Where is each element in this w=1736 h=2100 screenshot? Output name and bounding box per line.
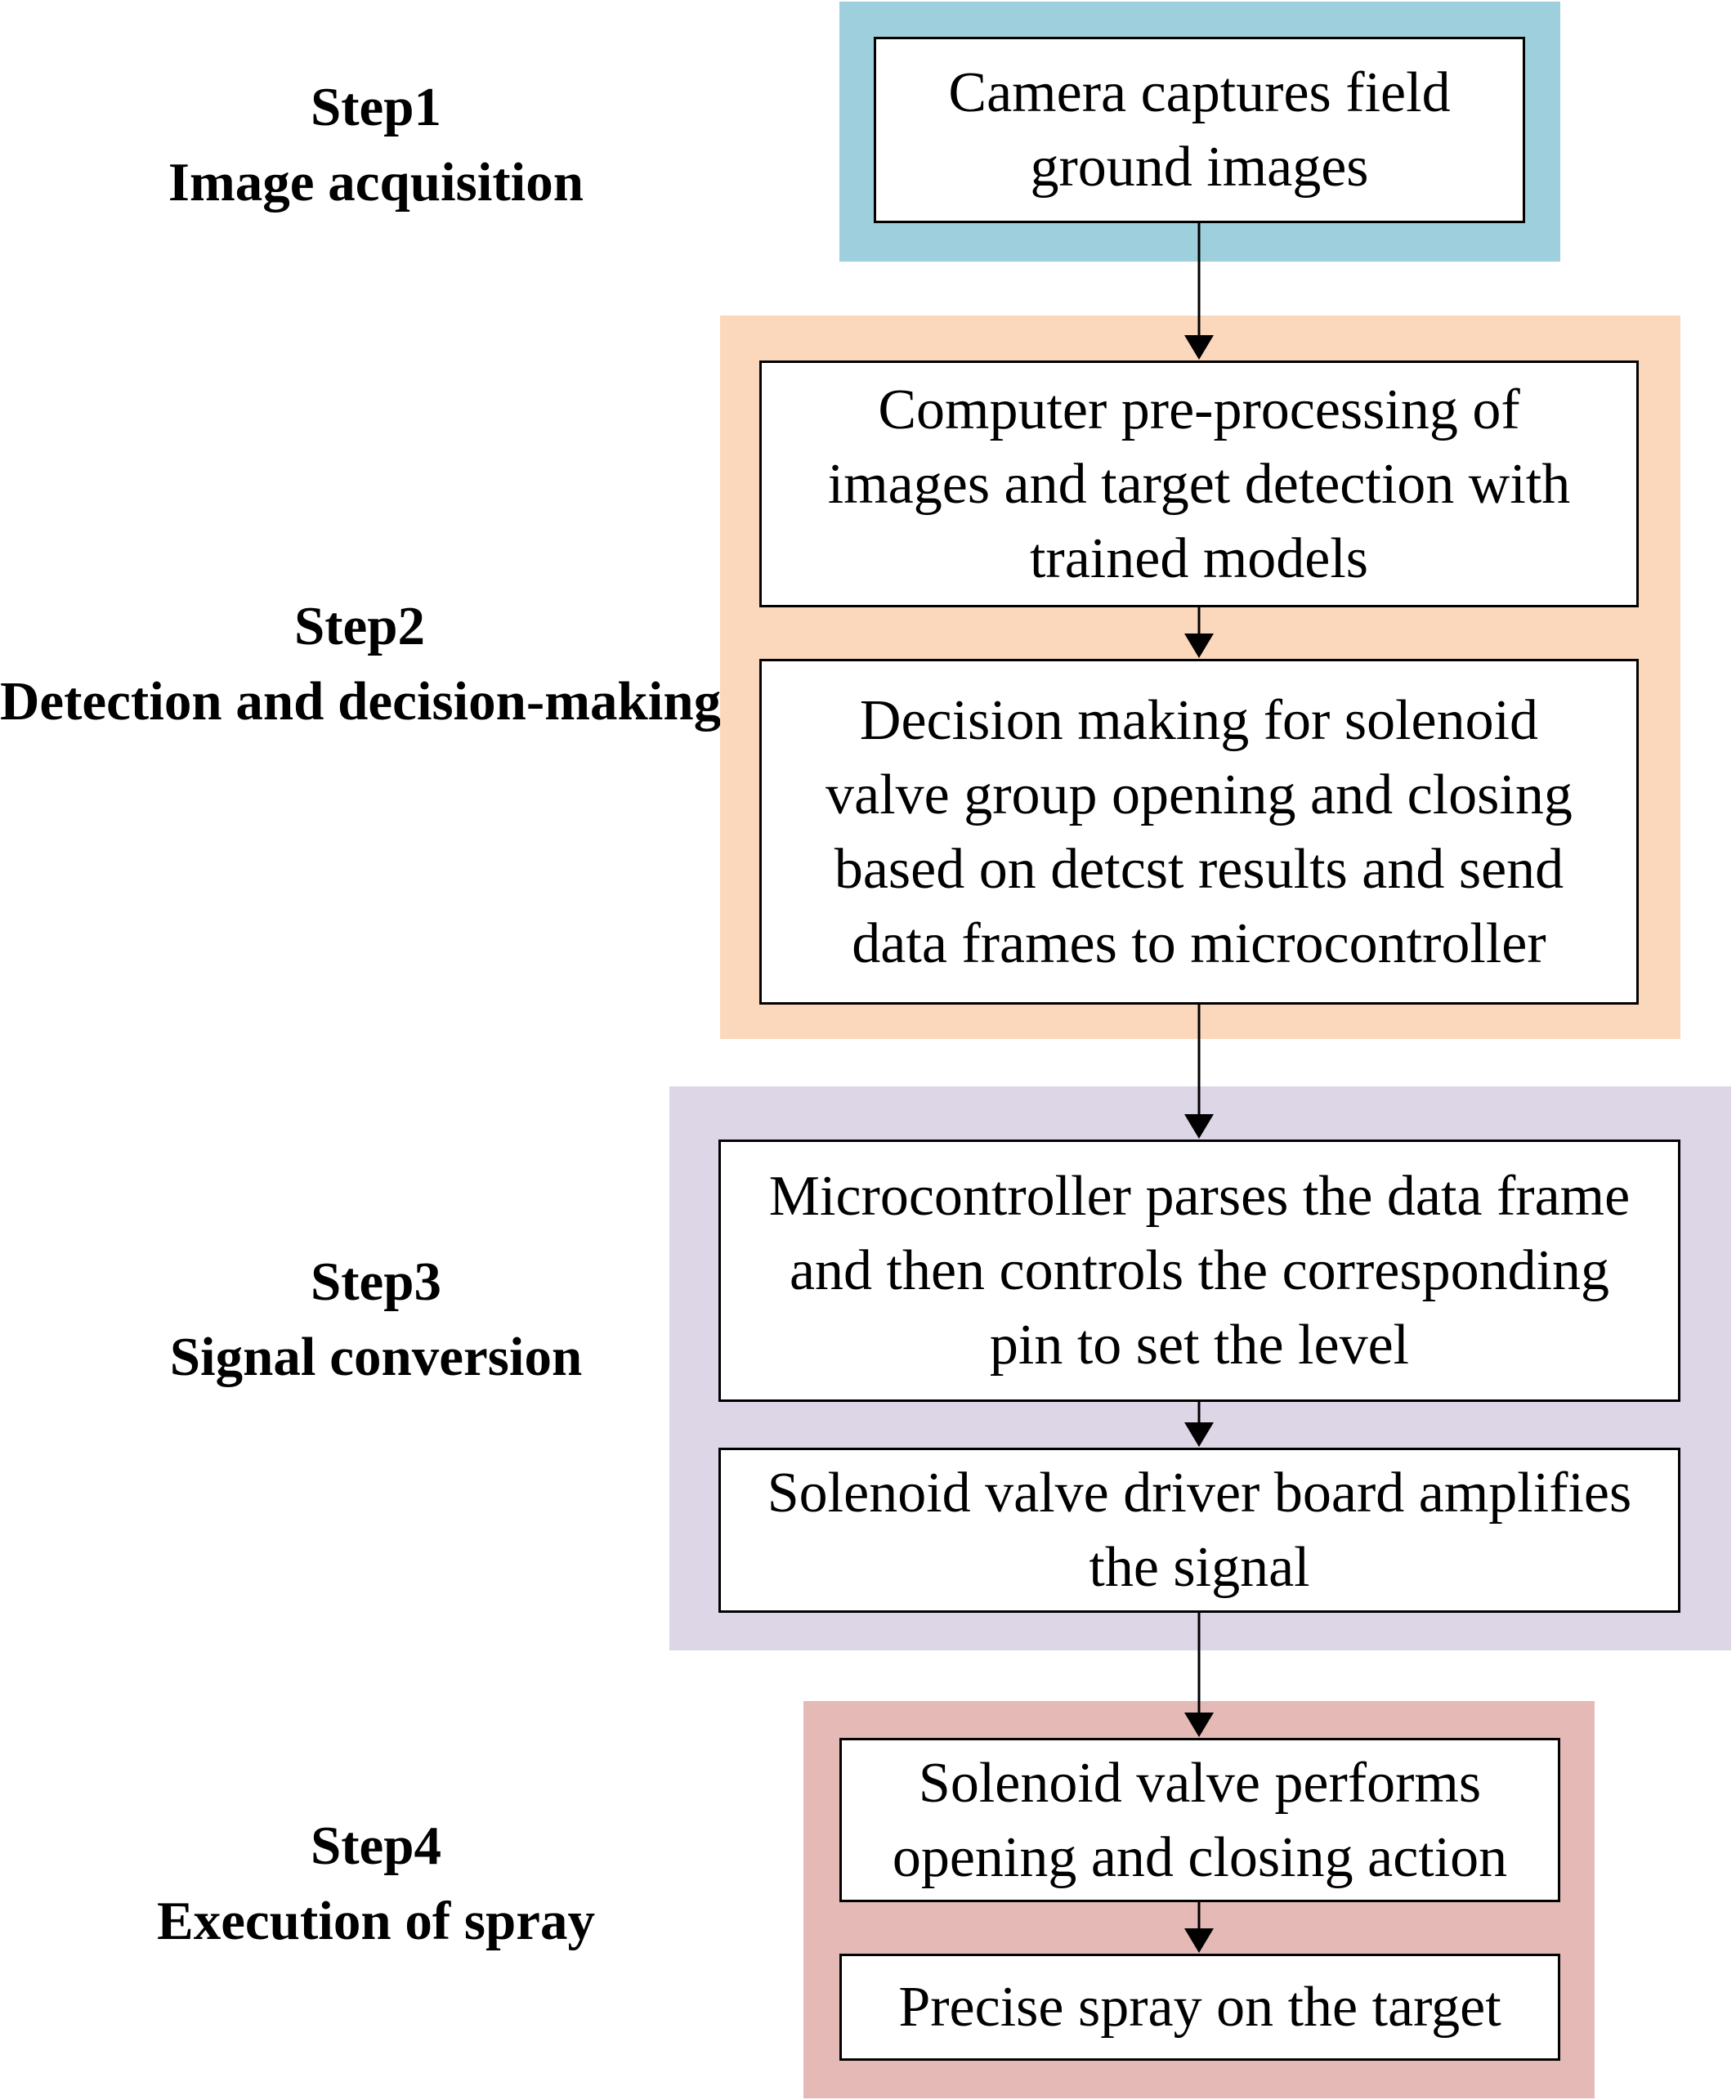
parse-line: pin to set the level xyxy=(989,1314,1410,1377)
precise-spray-box: Precise spray on the target xyxy=(839,1954,1560,2061)
step1-title: Step1 xyxy=(310,77,442,137)
parse-line: Microcontroller parses the data frame xyxy=(768,1165,1631,1228)
microcontroller-parse-box: Microcontroller parses the data frame an… xyxy=(718,1140,1680,1402)
valve-action-line: Solenoid valve performs xyxy=(918,1751,1482,1815)
step3-subtitle: Signal conversion xyxy=(169,1327,583,1387)
parse-line: and then controls the corresponding xyxy=(789,1239,1610,1302)
preprocess-line: images and target detection with xyxy=(827,452,1571,516)
driver-line: the signal xyxy=(1089,1536,1310,1599)
driver-line: Solenoid valve driver board amplifies xyxy=(767,1462,1632,1525)
step1-subtitle: Image acquisition xyxy=(168,152,584,213)
step4-subtitle: Execution of spray xyxy=(157,1891,595,1951)
step3-title: Step3 xyxy=(310,1251,442,1312)
step2-subtitle: Detection and decision-making xyxy=(0,671,722,732)
decision-line: data frames to microcontroller xyxy=(852,911,1546,975)
step2-title: Step2 xyxy=(293,596,426,656)
decision-line: based on detcst results and send xyxy=(834,837,1564,901)
decision-line: Decision making for solenoid xyxy=(859,688,1539,752)
decision-line: valve group opening and closing xyxy=(825,763,1573,826)
valve-action-line: opening and closing action xyxy=(892,1825,1508,1889)
preprocess-line: Computer pre-processing of xyxy=(878,378,1520,441)
camera-capture-box: Camera captures field ground images xyxy=(874,37,1525,223)
step2-label: Step2 Detection and decision-making xyxy=(0,589,722,739)
step4-label: Step4 Execution of spray xyxy=(82,1808,670,1959)
precise-spray-line: Precise spray on the target xyxy=(898,1976,1501,2039)
camera-capture-line: Camera captures field xyxy=(948,61,1451,124)
step1-label: Step1 Image acquisition xyxy=(82,69,670,220)
driver-board-box: Solenoid valve driver board amplifies th… xyxy=(718,1448,1680,1613)
valve-action-box: Solenoid valve performs opening and clos… xyxy=(839,1738,1560,1902)
step4-title: Step4 xyxy=(310,1816,442,1876)
camera-capture-line: ground images xyxy=(1030,136,1369,199)
step3-label: Step3 Signal conversion xyxy=(82,1244,670,1395)
preprocess-detection-box: Computer pre-processing of images and ta… xyxy=(759,360,1639,607)
preprocess-line: trained models xyxy=(1029,526,1369,590)
decision-making-box: Decision making for solenoid valve group… xyxy=(759,659,1639,1005)
